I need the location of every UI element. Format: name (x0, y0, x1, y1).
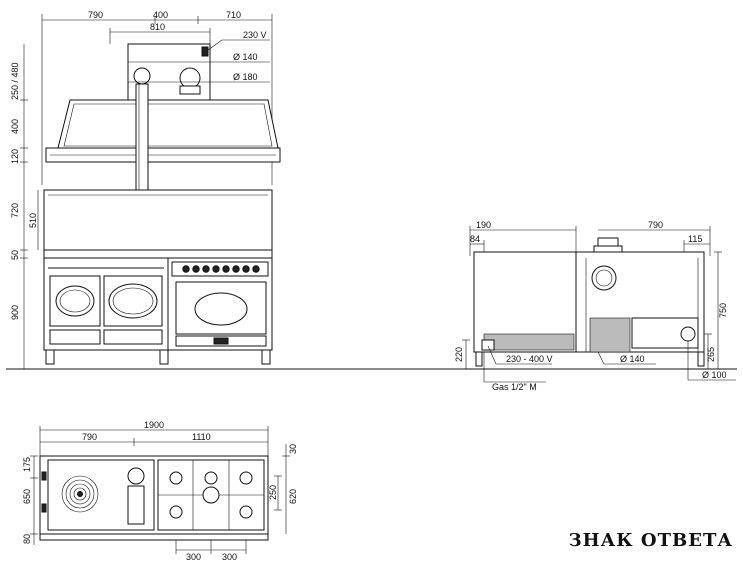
plan-dim-250: 250 (268, 485, 278, 500)
plan-dim-175: 175 (22, 457, 32, 472)
knob-icon (252, 265, 260, 273)
burner-icon (239, 471, 253, 485)
oven-door-window (108, 283, 158, 319)
watermark: ЗНАК ОТВЕТА (568, 530, 733, 551)
front-left-dim-510: 510 (28, 213, 38, 228)
label-d100: Ø 100 (702, 370, 727, 380)
terminal-box (481, 339, 495, 351)
side-dim-190: 190 (476, 220, 491, 230)
side-flue-outlet (591, 265, 617, 291)
label-d180: Ø 180 (233, 72, 258, 82)
foot-icon (159, 349, 169, 365)
back-panel (43, 189, 273, 251)
foot-icon (45, 349, 55, 365)
foot-icon (475, 351, 483, 367)
plan-dim-300-right: 300 (222, 552, 237, 562)
foot-icon (697, 351, 705, 367)
burner-icon (169, 471, 183, 485)
side-dim-220: 220 (454, 347, 464, 362)
side-dim-790: 790 (648, 220, 663, 230)
front-top-dim-710: 710 (226, 10, 241, 20)
label-gas-half-inch: Gas 1/2" M (492, 382, 537, 392)
knob-icon (232, 265, 240, 273)
power-socket-icon (201, 46, 209, 57)
flue-outlet-180 (179, 67, 201, 89)
label-d140: Ø 140 (233, 52, 258, 62)
side-dim-750: 750 (718, 303, 728, 318)
knob-icon (242, 265, 250, 273)
front-left-dim-400: 400 (10, 119, 20, 134)
hotplate-rings-icon (61, 475, 99, 513)
front-hood-dim-810: 810 (150, 22, 165, 32)
plan-dim-620: 620 (288, 489, 298, 504)
front-left-dim-900: 900 (10, 305, 20, 320)
knob-icon (202, 265, 210, 273)
side-dim-115: 115 (688, 234, 702, 244)
flue-outlet-140 (133, 67, 151, 85)
plan-flue-outlet (127, 467, 145, 485)
front-top-dim-400: 400 (153, 10, 168, 20)
hood (57, 99, 279, 149)
knob-icon (192, 265, 200, 273)
front-top-dim-790: 790 (88, 10, 103, 20)
front-left-dim-120: 120 (10, 149, 20, 164)
front-view: 790 400 710 810 230 V Ø 140 Ø 180 (10, 10, 281, 369)
knob-icon (222, 265, 230, 273)
front-left-dim-720: 720 (10, 203, 20, 218)
gas-oven-window (194, 292, 248, 326)
burner-icon (239, 505, 253, 519)
plan-dim-30: 30 (288, 444, 298, 454)
front-left-dim-250-480: 250 / 480 (10, 62, 20, 100)
knob-icon (212, 265, 220, 273)
label-230v: 230 V (243, 30, 267, 40)
plan-dim-300-left: 300 (186, 552, 201, 562)
burner-icon (204, 471, 218, 485)
plan-dim-80: 80 (22, 534, 32, 544)
plan-dim-1900: 1900 (144, 420, 164, 430)
label-side-d140: Ø 140 (620, 354, 645, 364)
front-left-dim-50: 50 (10, 250, 20, 260)
plan-view: 1900 790 1110 175 650 8 (22, 420, 298, 562)
label-230-400v: 230 - 400 V (506, 354, 553, 364)
plan-dim-1110: 1110 (192, 432, 211, 442)
side-dim-265: 265 (706, 347, 716, 362)
side-view: 190 84 790 115 750 265 (454, 220, 736, 392)
foot-icon (261, 349, 271, 365)
side-air-inlet (680, 326, 696, 342)
fire-door-window (55, 285, 95, 317)
side-dim-84: 84 (470, 234, 480, 244)
burner-icon (169, 505, 183, 519)
plan-dim-790: 790 (82, 432, 97, 442)
knob-icon (182, 265, 190, 273)
plan-dim-650: 650 (22, 489, 32, 504)
burner-icon (202, 486, 220, 504)
